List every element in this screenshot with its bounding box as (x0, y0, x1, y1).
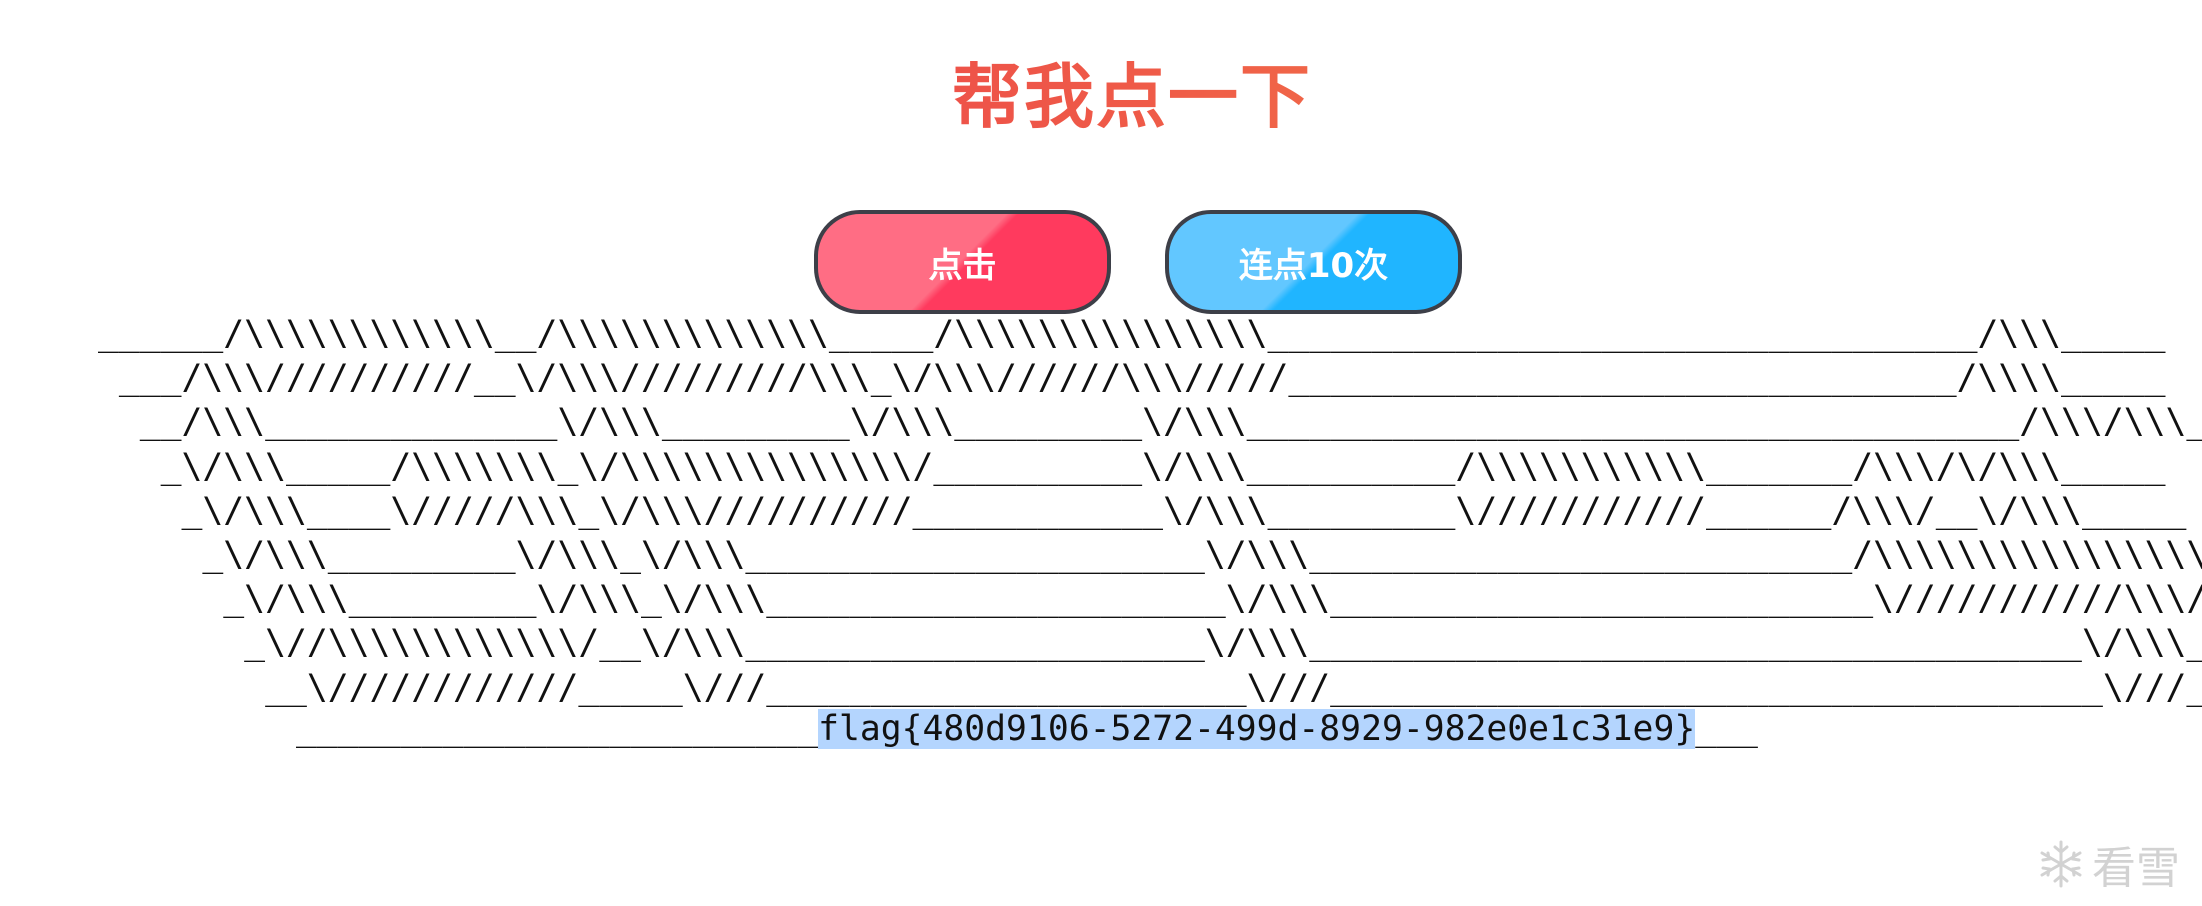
ascii-line: ___/\\\//////////__\/\\\/////////\\\_\/\… (98, 358, 2166, 399)
click-10-times-button[interactable]: 连点10次 (1165, 210, 1462, 314)
ascii-line: _\/\\\_____/\\\\\\\_\/\\\\\\\\\\\\\\/___… (98, 446, 2166, 487)
flag-line-prefix: _________________________ (296, 709, 819, 749)
ascii-line: _\/\\\_________\/\\\_\/\\\______________… (98, 535, 2202, 576)
ascii-line: __/\\\______________\/\\\_________\/\\\_… (98, 402, 2202, 443)
ascii-line: __\////////////_____\///________________… (98, 667, 2202, 708)
click-button[interactable]: 点击 (814, 210, 1111, 314)
flag-line-suffix: ___ (1695, 709, 1758, 749)
watermark-text: 看雪 (2092, 843, 2180, 894)
flag-text-selected[interactable]: flag{480d9106-5272-499d-8929-982e0e1c31e… (818, 709, 1696, 749)
ascii-line: _\//\\\\\\\\\\\\/__\/\\\________________… (98, 623, 2202, 664)
ascii-line: _\/\\\_________\/\\\_\/\\\______________… (98, 579, 2202, 620)
watermark: 看雪 (2036, 832, 2180, 896)
snowflake-icon (2036, 839, 2086, 889)
ascii-art-banner: ______/\\\\\\\\\\\\__/\\\\\\\\\\\\\_____… (98, 312, 2202, 710)
ascii-line: _\/\\\____\/////\\\_\/\\\//////////_____… (98, 490, 2187, 531)
flag-line: _________________________flag{480d9106-5… (296, 707, 1758, 751)
ascii-line: ______/\\\\\\\\\\\\__/\\\\\\\\\\\\\_____… (98, 314, 2166, 354)
page-title: 帮我点一下 (0, 52, 2202, 142)
